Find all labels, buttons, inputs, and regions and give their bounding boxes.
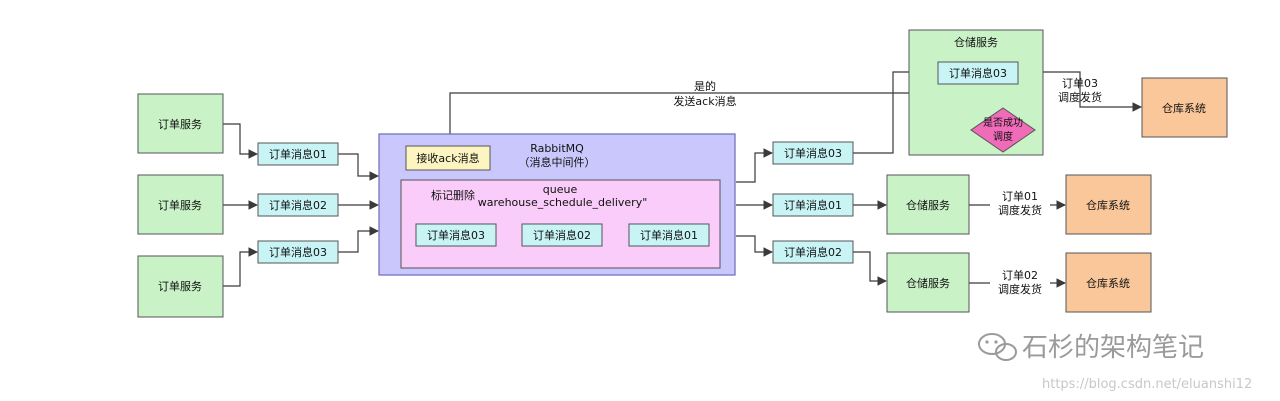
queue-message-03: 订单消息03 [415, 223, 497, 247]
mark-delete-label: 标记删除 [431, 188, 475, 202]
dispatch-01-label-2: 调度发货 [998, 203, 1042, 217]
warehouse-system-top: 仓库系统 [1141, 77, 1228, 138]
edge-order1-msg01 [223, 123, 258, 159]
dispatch-03-label-2: 调度发货 [1058, 90, 1102, 104]
in-message-03: 订单消息03 [257, 240, 339, 264]
storage-service-mid: 仓储服务 [886, 174, 970, 235]
in-message-02-label: 订单消息02 [269, 198, 327, 212]
warehouse-system-mid-label: 仓库系统 [1086, 198, 1130, 212]
in-message-01-label: 订单消息01 [269, 147, 327, 161]
watermark-url: https://blog.csdn.net/eluanshi12 [1042, 377, 1252, 392]
edge-msg01-mq [338, 153, 379, 181]
wechat-icon [978, 333, 1017, 361]
edge-mq-out-msg02 [736, 235, 773, 257]
decision-label-1: 是否成功 [983, 117, 1023, 129]
order-service-2-label: 订单服务 [158, 199, 202, 212]
rabbitmq-subtitle: （消息中间件） [519, 155, 596, 169]
ack-label-yes: 是的 [694, 79, 716, 93]
out-message-02-label: 订单消息02 [784, 245, 842, 259]
edge-mq-out-msg03 [736, 148, 773, 183]
out-message-03-label: 订单消息03 [784, 146, 842, 160]
ack-receive-box: 接收ack消息 [405, 145, 491, 171]
storage-message-03: 订单消息03 [937, 61, 1019, 85]
storage-service-top-label: 仓储服务 [954, 35, 998, 49]
out-message-03: 订单消息03 [772, 141, 854, 165]
storage-service-bottom: 仓储服务 [886, 252, 970, 313]
ack-receive-label: 接收ack消息 [416, 151, 479, 165]
order-service-3: 订单服务 [137, 255, 224, 318]
out-message-01: 订单消息01 [772, 193, 854, 217]
warehouse-system-mid: 仓库系统 [1065, 174, 1152, 235]
ack-label-send: 发送ack消息 [673, 94, 736, 108]
dispatch-01-bg [990, 190, 1050, 218]
dispatch-02-label-2: 调度发货 [998, 282, 1042, 296]
edge-msg03-mq [338, 226, 379, 253]
edge-msg03-warehouse [1018, 71, 1142, 112]
mark-delete-bg [428, 188, 478, 202]
in-message-02: 订单消息02 [257, 193, 339, 217]
dispatch-01-label-1: 订单01 [1002, 190, 1038, 203]
dispatch-03-label-1: 订单03 [1062, 77, 1098, 90]
order-service-2: 订单服务 [137, 174, 224, 235]
decision-diamond: 是否成功 调度 [970, 107, 1036, 153]
in-message-01: 订单消息01 [257, 142, 339, 166]
order-service-1: 订单服务 [137, 93, 224, 154]
decision-label-2: 调度 [993, 130, 1013, 143]
edge-out-msg02-storage [853, 251, 887, 286]
ack-label-bg [672, 95, 740, 108]
out-message-01-label: 订单消息01 [784, 198, 842, 212]
warehouse-system-top-label: 仓库系统 [1162, 101, 1206, 115]
queue-message-03-label: 订单消息03 [427, 228, 485, 242]
rabbitmq-title: RabbitMQ [530, 142, 584, 155]
queue-message-02: 订单消息02 [521, 223, 603, 247]
order-service-1-label: 订单服务 [158, 118, 202, 131]
queue-message-01: 订单消息01 [628, 223, 710, 247]
edge-order3-msg03 [223, 247, 258, 287]
in-message-03-label: 订单消息03 [269, 245, 327, 259]
watermark-text: 石杉的架构笔记 [1022, 333, 1204, 363]
storage-message-03-label: 订单消息03 [949, 66, 1007, 80]
dispatch-02-bg [990, 268, 1050, 296]
warehouse-system-bottom: 仓库系统 [1065, 252, 1152, 313]
warehouse-system-bottom-label: 仓库系统 [1086, 276, 1130, 290]
queue-message-02-label: 订单消息02 [533, 228, 591, 242]
dispatch-02-label-1: 订单02 [1002, 269, 1038, 282]
storage-service-bottom-label: 仓储服务 [906, 276, 950, 290]
queue-title: queue [543, 183, 578, 196]
out-message-02: 订单消息02 [772, 240, 854, 264]
storage-service-mid-label: 仓储服务 [906, 198, 950, 212]
queue-name: "warehouse_schedule_delivery" [473, 196, 648, 209]
order-service-3-label: 订单服务 [158, 280, 202, 293]
queue-message-01-label: 订单消息01 [640, 228, 698, 242]
